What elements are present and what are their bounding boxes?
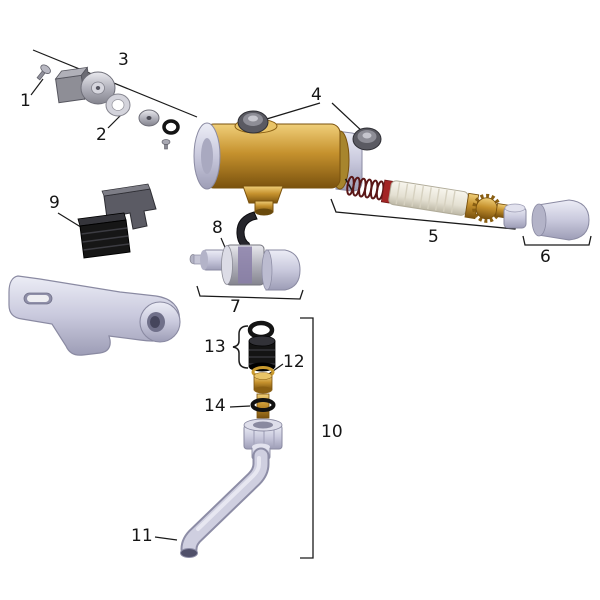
index-button-right xyxy=(352,127,382,151)
span-line-3 xyxy=(32,49,198,118)
leader-4a xyxy=(259,102,321,122)
handle-end-cap xyxy=(531,199,590,241)
adapter-cap xyxy=(261,249,301,291)
washer-ring xyxy=(105,93,131,117)
callout-3: 3 xyxy=(118,50,129,70)
callout-5: 5 xyxy=(428,227,439,247)
callout-8: 8 xyxy=(212,218,223,238)
seal-o-ring xyxy=(247,320,275,340)
adapter-pin xyxy=(189,249,226,271)
spout-nut xyxy=(243,418,283,450)
adapter-nut xyxy=(503,203,527,229)
spout xyxy=(180,443,271,558)
callout-7: 7 xyxy=(230,297,241,317)
retaining-clip xyxy=(236,211,258,252)
callout-10: 10 xyxy=(321,422,343,442)
tiny-screw xyxy=(161,139,171,150)
callout-4: 4 xyxy=(311,85,322,105)
callout-14: 14 xyxy=(204,396,226,416)
bracket-10 xyxy=(300,317,314,559)
bracket-6 xyxy=(522,235,592,246)
callout-6: 6 xyxy=(540,247,551,267)
cartridge-spring xyxy=(346,175,385,201)
faucet-body xyxy=(193,118,363,216)
leader-4b xyxy=(331,102,365,134)
adapter-sleeve xyxy=(221,244,265,286)
leader-14 xyxy=(229,405,251,408)
mounting-block xyxy=(77,212,131,259)
callout-13: 13 xyxy=(204,337,226,357)
callout-2: 2 xyxy=(96,125,107,145)
callout-12: 12 xyxy=(283,352,305,372)
adapter-disc xyxy=(80,71,116,105)
leader-11 xyxy=(154,536,178,541)
callout-1: 1 xyxy=(20,91,31,111)
faucet-handle xyxy=(8,275,181,356)
stem-o-ring xyxy=(250,393,276,419)
o-ring-small xyxy=(162,119,180,135)
handle-screw xyxy=(36,64,51,81)
index-button-left xyxy=(237,110,269,134)
leader-lines xyxy=(30,49,365,541)
cartridge-ribs xyxy=(395,182,456,213)
small-washer xyxy=(138,109,160,127)
brace-13 xyxy=(232,325,249,369)
callout-11: 11 xyxy=(131,526,153,546)
bracket-7 xyxy=(196,285,304,300)
brass-insert xyxy=(251,366,275,394)
callout-9: 9 xyxy=(49,193,60,213)
leader-1 xyxy=(30,78,44,96)
valve-cartridge xyxy=(344,175,512,223)
seal-cylinder xyxy=(248,335,276,372)
